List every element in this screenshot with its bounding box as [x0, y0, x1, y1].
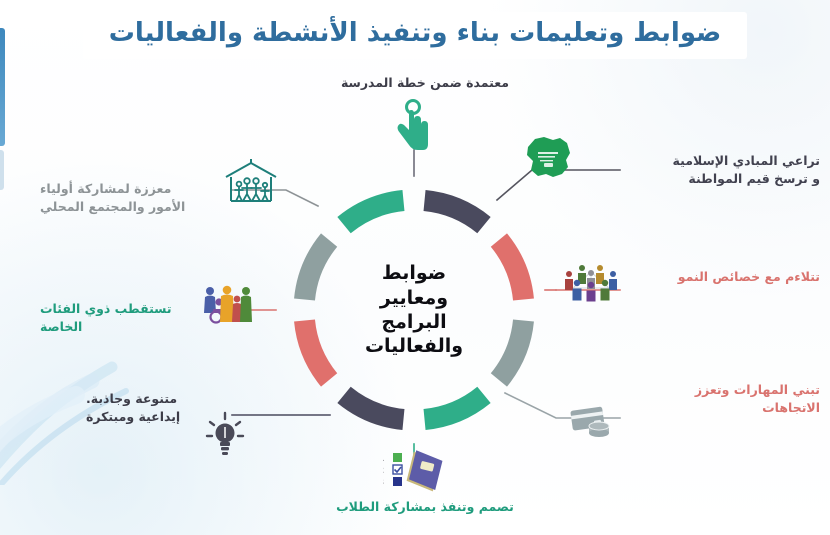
callout-top-left: معززة لمشاركة أولياء الأمور والمجتمع الم…: [40, 180, 220, 216]
callout-top-left-text: معززة لمشاركة أولياء الأمور والمجتمع الم…: [40, 181, 186, 214]
callout-left-text: تستقطب ذوي الفئات الخاصة: [40, 301, 172, 334]
callout-bottom-text: تصمم وتنفذ بمشاركة الطلاب: [336, 499, 514, 514]
ring-segment-bottom-left: [337, 386, 405, 430]
page-title-plate: ضوابط وتعليمات بناء وتنفيذ الأنشطة والفع…: [82, 12, 748, 60]
left-accent-bar-secondary: [0, 150, 4, 190]
ring-segment-right-upper: [490, 233, 534, 301]
callout-bottom-right-text: تبني المهارات وتعزز الاتجاهات: [694, 382, 820, 415]
callout-bottom: تصمم وتنفذ بمشاركة الطلاب: [300, 498, 550, 516]
card-coins-icon: [568, 402, 616, 442]
touch-hand-icon: [390, 98, 436, 154]
page-title-container: ضوابط وتعليمات بناء وتنفيذ الأنشطة والفع…: [0, 12, 830, 60]
lightbulb-icon: [203, 410, 247, 458]
callout-right-text: تتلاءم مع خصائص النمو: [677, 269, 820, 284]
people-network-icon: [560, 258, 622, 302]
ring-segment-left-upper: [294, 233, 338, 301]
ring-segment-top-right: [423, 190, 491, 234]
callout-bottom-right: تبني المهارات وتعزز الاتجاهات: [620, 381, 820, 417]
notebook-checklist-icon: 1 2 3: [383, 447, 447, 499]
inclusion-group-icon: [200, 283, 252, 325]
ring-segment-bottom-right: [423, 386, 491, 430]
svg-text:3: 3: [383, 478, 384, 488]
page-title: ضوابط وتعليمات بناء وتنفيذ الأنشطة والفع…: [108, 18, 722, 48]
ring-segment-right-lower: [490, 319, 534, 387]
left-accent-bar: [0, 28, 5, 146]
callout-right: تتلاءم مع خصائص النمو: [620, 268, 820, 286]
donut-ring: [276, 172, 552, 448]
callout-top-right: تراعي المبادي الإسلامية و ترسخ قيم الموا…: [620, 152, 820, 188]
svg-text:1: 1: [383, 454, 384, 464]
house-family-icon: [222, 157, 280, 205]
callout-top-text: معتمدة ضمن خطة المدرسة: [340, 75, 510, 90]
callout-bottom-left-text: متنوعة وجاذبة. إيداعية ومبتكرة: [86, 391, 181, 424]
callout-bottom-left: متنوعة وجاذبة. إيداعية ومبتكرة: [86, 390, 271, 426]
ring-segment-left-lower: [294, 319, 338, 387]
svg-text:2: 2: [383, 466, 384, 476]
callout-left: تستقطب ذوي الفئات الخاصة: [40, 300, 215, 336]
callout-top-right-text: تراعي المبادي الإسلامية و ترسخ قيم الموا…: [672, 153, 820, 186]
callout-top: معتمدة ضمن خطة المدرسة: [310, 74, 540, 92]
ring-segment-top-left: [337, 190, 405, 234]
saudi-map-icon: [522, 133, 576, 183]
